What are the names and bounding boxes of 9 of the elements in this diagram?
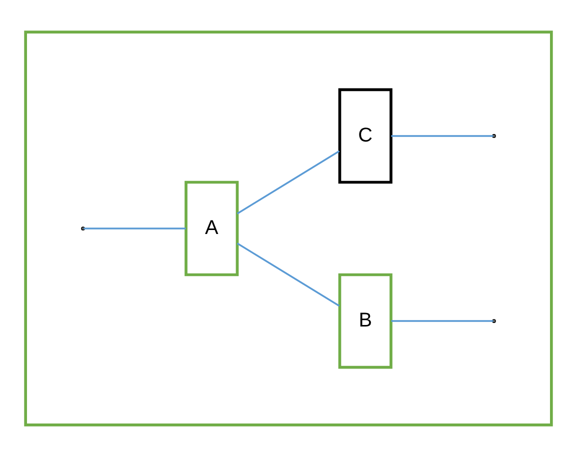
- connector: [391, 134, 494, 136]
- connector: [236, 242, 340, 306]
- node-box: C: [338, 88, 392, 184]
- node-box: B: [338, 272, 392, 368]
- cluster: [24, 30, 553, 426]
- connector: [84, 227, 186, 229]
- node-box: A: [184, 180, 239, 276]
- connector: [236, 150, 340, 214]
- connector: [391, 320, 494, 322]
